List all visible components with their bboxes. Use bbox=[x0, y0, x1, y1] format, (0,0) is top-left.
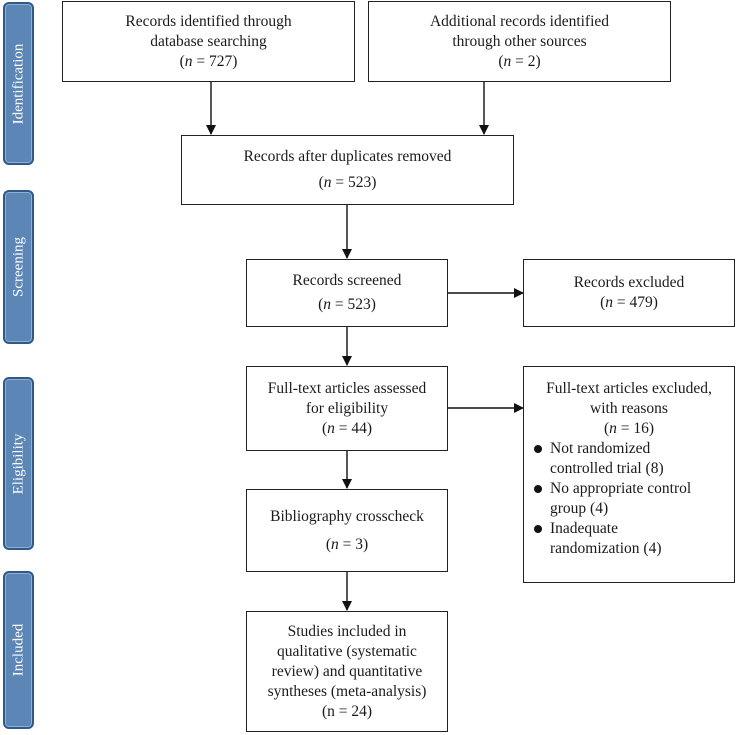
fulltext-excluded-heading: with reasons bbox=[590, 400, 668, 417]
bullet-icon bbox=[534, 445, 542, 453]
box-database-records: Records identified through database sear… bbox=[62, 1, 355, 82]
box-records-excluded: Records excluded (n = 479) bbox=[523, 259, 735, 327]
box-additional-records: Additional records identified through ot… bbox=[368, 1, 671, 82]
stage-screening: Screening bbox=[3, 190, 34, 344]
fulltext-excluded-count: (n = 16) bbox=[603, 420, 655, 437]
bullet-icon bbox=[534, 485, 542, 493]
stage-identification: Identification bbox=[3, 2, 34, 165]
bullet-icon bbox=[534, 525, 542, 533]
box-fulltext-assessed: Full-text articles assessed for eligibil… bbox=[246, 366, 448, 451]
box-after-duplicates: Records after duplicates removed (n = 52… bbox=[181, 135, 514, 205]
box-bibliography-crosscheck: Bibliography crosscheck (n = 3) bbox=[246, 489, 448, 572]
stage-included: Included bbox=[3, 571, 34, 729]
stage-eligibility: Eligibility bbox=[3, 377, 34, 550]
fulltext-excluded-heading: Full-text articles excluded, bbox=[546, 380, 712, 397]
box-fulltext-excluded: Full-text articles excluded, with reason… bbox=[523, 366, 735, 583]
box-records-screened: Records screened (n = 523) bbox=[246, 259, 448, 327]
box-studies-included: Studies included in qualitative (systema… bbox=[246, 611, 448, 732]
